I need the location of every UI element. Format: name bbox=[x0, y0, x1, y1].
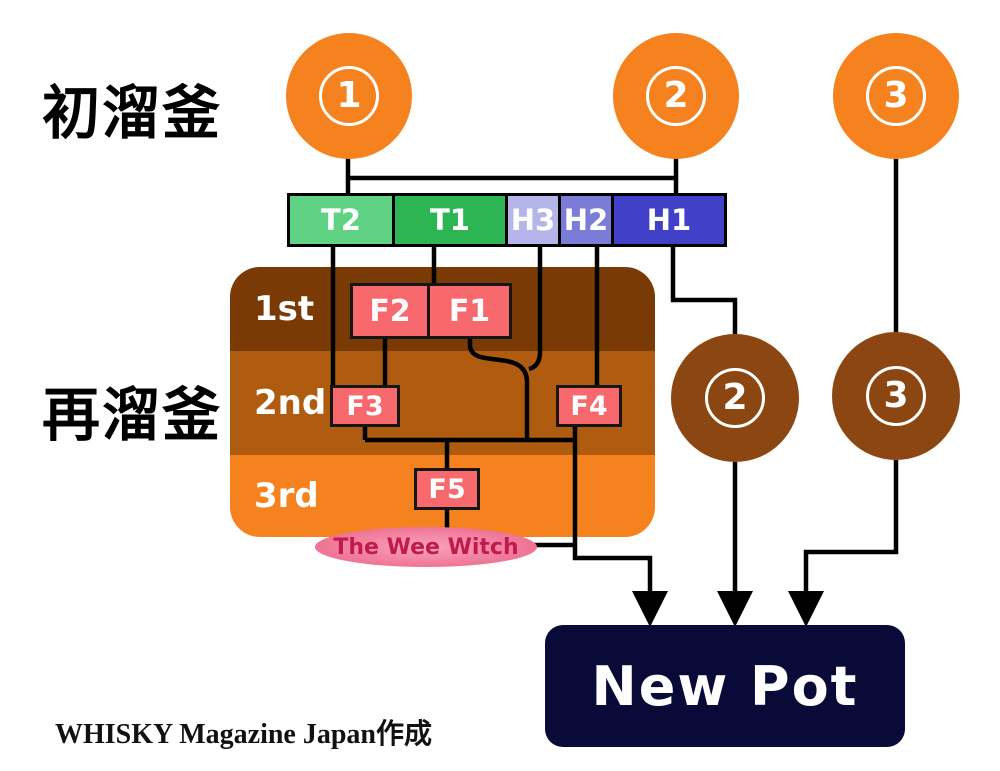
bar-segment-h1: H1 bbox=[611, 193, 727, 247]
wash-still-circle-2: 2 bbox=[613, 33, 739, 159]
spirit-still-box: 1st 2nd 3rd bbox=[230, 267, 655, 537]
segment-label: H2 bbox=[563, 203, 609, 237]
segment-label: H1 bbox=[646, 203, 692, 237]
circled-number: 3 bbox=[866, 366, 926, 426]
bar-segment-h3: H3 bbox=[505, 193, 561, 247]
arrowhead-middle bbox=[717, 591, 753, 627]
arrowhead-right bbox=[788, 591, 824, 627]
wash-still-label: 初溜釜 bbox=[42, 79, 223, 147]
run-label-2nd: 2nd bbox=[254, 383, 327, 423]
spirit-still-circle-2: 2 bbox=[671, 334, 799, 462]
bar-segment-t2: T2 bbox=[287, 193, 395, 247]
fraction-label: F1 bbox=[448, 293, 491, 329]
fraction-box-f4: F4 bbox=[556, 385, 622, 427]
run-label-3rd: 3rd bbox=[254, 476, 319, 516]
circled-number: 1 bbox=[319, 66, 379, 126]
run-label-1st: 1st bbox=[254, 289, 315, 329]
spirit-still-label: 再溜釜 bbox=[42, 381, 223, 449]
h1-to-spirit2-line bbox=[670, 247, 738, 334]
still-name-label: The Wee Witch bbox=[333, 534, 519, 560]
spirit3-output-line bbox=[803, 460, 899, 592]
segment-label: T2 bbox=[321, 203, 361, 237]
wash-still-circle-1: 1 bbox=[286, 33, 412, 159]
segment-label: H3 bbox=[510, 203, 556, 237]
fraction-box-f1: F1 bbox=[427, 283, 512, 339]
fraction-receiver-bar: T2 T1 H3 H2 H1 bbox=[287, 193, 727, 247]
spirit-still-circle-3: 3 bbox=[832, 332, 960, 460]
arrowhead-left bbox=[632, 591, 668, 627]
new-pot-box: New Pot bbox=[545, 625, 905, 747]
fraction-label: F2 bbox=[369, 293, 411, 329]
fraction-box-f2: F2 bbox=[350, 283, 430, 339]
circled-number: 2 bbox=[705, 368, 765, 428]
f4-output-line bbox=[572, 427, 653, 592]
circled-number: 3 bbox=[866, 66, 926, 126]
fraction-box-f5: F5 bbox=[414, 468, 480, 510]
still-name-ellipse: The Wee Witch bbox=[315, 527, 537, 567]
segment-label: T1 bbox=[430, 203, 470, 237]
bar-segment-t1: T1 bbox=[392, 193, 508, 247]
fraction-label: F5 bbox=[428, 473, 466, 505]
h3-down-line bbox=[528, 247, 543, 372]
fraction-label: F4 bbox=[570, 390, 608, 422]
new-pot-label: New Pot bbox=[591, 654, 859, 718]
circled-number: 2 bbox=[646, 66, 706, 126]
wash-still-circle-3: 3 bbox=[833, 33, 959, 159]
bar-segment-h2: H2 bbox=[558, 193, 614, 247]
credit-text: WHISKY Magazine Japan作成 bbox=[55, 719, 432, 750]
fraction-label: F3 bbox=[346, 390, 384, 422]
fraction-box-f3: F3 bbox=[330, 385, 400, 427]
f1-curve-line bbox=[467, 339, 530, 440]
